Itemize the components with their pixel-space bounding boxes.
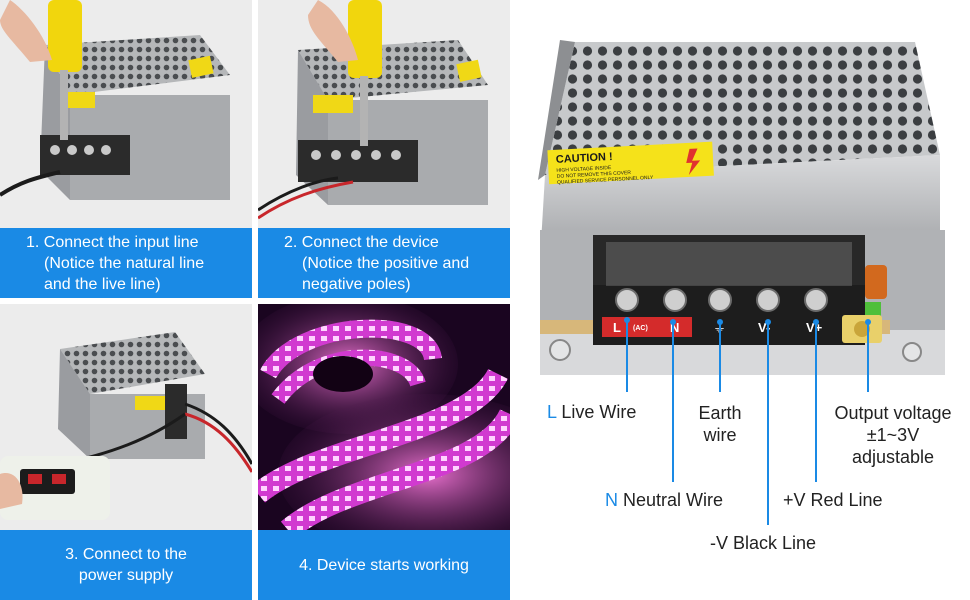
caution-line-2: DO NOT REMOVE THIS COVER [557, 170, 632, 180]
step-3-photo [0, 304, 252, 530]
terminal-screws [615, 288, 828, 312]
callout-live-wire: L Live Wire [547, 402, 636, 423]
terminal-ac-label: (AC) [633, 325, 648, 332]
live-letter: L [547, 402, 557, 422]
neutral-text: Neutral Wire [623, 490, 724, 510]
caution-label: CAUTION ! HIGH VOLTAGE INSIDE DO NOT REM… [547, 141, 714, 186]
indicator-led [865, 265, 887, 299]
step-3-title: 3. Connect to the [65, 546, 187, 563]
ac-input-label [602, 317, 692, 337]
step-1-tile: 1. Connect the input line (Notice the na… [0, 0, 252, 298]
output-line-1: Output voltage [834, 403, 952, 423]
step-1-photo [0, 0, 252, 228]
step-2-note-line-2: negative poles) [302, 275, 411, 293]
step-2-tile: 2. Connect the device (Notice the positi… [258, 0, 510, 298]
step-2-title: Connect the device [301, 233, 439, 251]
step-1-note-line-1: (Notice the natural line [44, 254, 205, 272]
step-1-note-line-2: and the live line) [44, 275, 161, 293]
step-4-caption: 4. Device starts working [258, 530, 510, 600]
caution-title: CAUTION ! [556, 151, 613, 166]
step-3-title-line-2: power supply [78, 567, 174, 584]
earth-line-1: Earth [698, 403, 742, 423]
perforated-cover [545, 42, 940, 175]
callout-output-voltage: Output voltage ±1~3V adjustable [818, 402, 968, 468]
step-4-title: 4. Device starts working [299, 556, 469, 574]
terminal-n-label: N [670, 320, 679, 335]
terminal-l-label: L [613, 320, 621, 335]
power-supply-diagram: CAUTION ! HIGH VOLTAGE INSIDE DO NOT REM… [538, 40, 945, 375]
caution-line-3: QUALIFIED SERVICE PERSONNEL ONLY [557, 175, 654, 186]
step-4-tile: 4. Device starts working [258, 304, 510, 600]
output-line-2: ±1~3V [866, 425, 920, 445]
step-2-caption: 2. Connect the device (Notice the positi… [258, 228, 510, 298]
earth-line-2: wire [703, 425, 737, 445]
step-1-caption: 1. Connect the input line (Notice the na… [0, 228, 252, 298]
step-2-note-line-1: (Notice the positive and [302, 254, 470, 272]
callout-black-line: -V Black Line [710, 533, 817, 553]
callout-earth-wire: Earth wire [690, 402, 750, 446]
step-2-number: 2. [284, 233, 298, 251]
step-1-title: Connect the input line [43, 233, 199, 251]
step-2-photo [258, 0, 510, 228]
live-text: Live Wire [561, 402, 637, 422]
callout-red-line: +V Red Line [783, 490, 883, 510]
step-4-photo [258, 304, 510, 530]
step-3-tile: 3. Connect to the power supply [0, 304, 252, 600]
callout-neutral-wire: N Neutral Wire [605, 490, 723, 511]
neutral-letter: N [605, 490, 618, 510]
terminal-v-plus-label: V+ [806, 320, 823, 335]
step-1-number: 1. [26, 233, 40, 251]
step-3-caption: 3. Connect to the power supply [0, 530, 252, 600]
output-line-3: adjustable [851, 447, 935, 467]
lightning-icon [686, 148, 701, 175]
caution-line-1: HIGH VOLTAGE INSIDE [556, 165, 612, 174]
